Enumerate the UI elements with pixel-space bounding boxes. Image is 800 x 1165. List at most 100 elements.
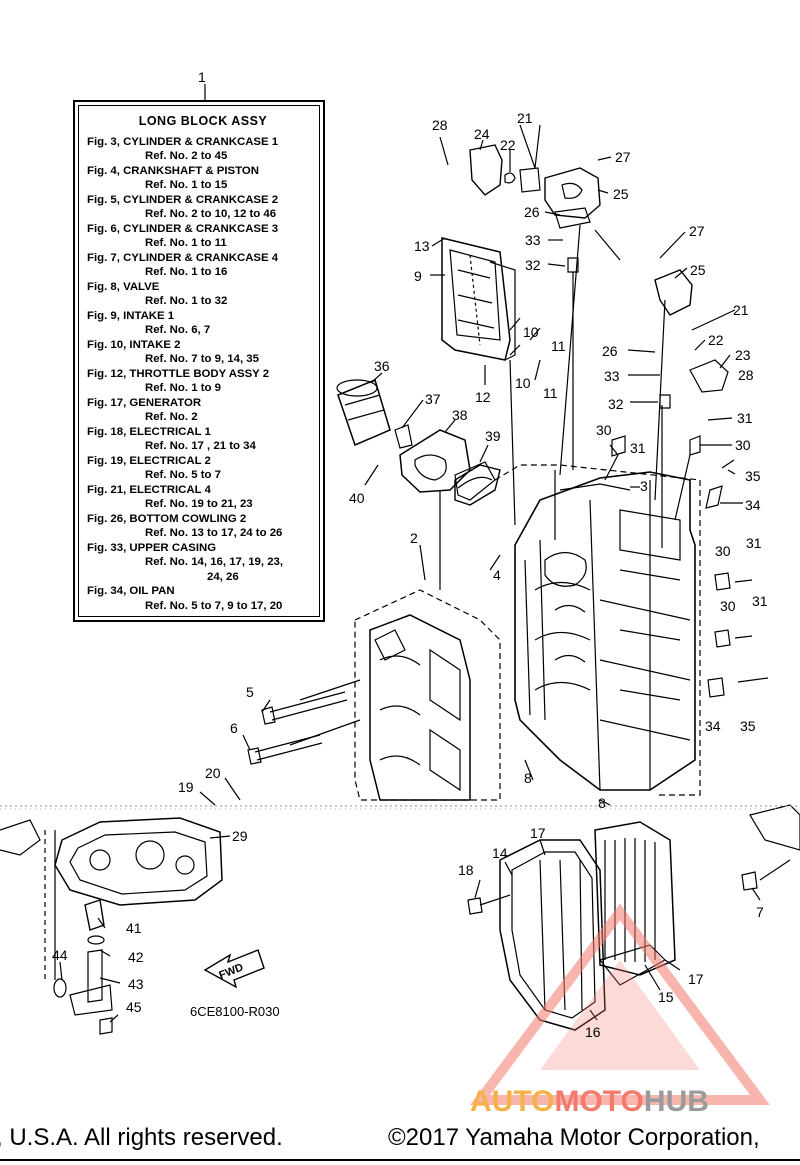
callout-19: 19 xyxy=(178,779,194,795)
callout-15: 15 xyxy=(658,989,674,1005)
callout-24: 24 xyxy=(474,126,490,142)
callout-11: 11 xyxy=(551,338,566,354)
long-bolts xyxy=(247,679,361,765)
callout-27: 27 xyxy=(615,149,631,165)
legend-fig-line: Fig. 9, INTAKE 1 xyxy=(87,309,175,322)
legend-ref-line: Ref. No. 19 to 21, 23 xyxy=(145,498,253,510)
cylinder-block xyxy=(514,471,696,791)
callout-12: 12 xyxy=(475,389,491,405)
legend-ref-line: Ref. No. 6, 7 xyxy=(145,324,211,336)
legend-ref-line: Ref. No. 1 to 11 xyxy=(145,237,227,249)
legend-fig-line: Fig. 5, CYLINDER & CRANKCASE 2 xyxy=(87,193,279,206)
callout-3: 3 xyxy=(640,478,648,494)
legend-fig-line: Fig. 8, VALVE xyxy=(87,280,160,293)
callout-4: 4 xyxy=(493,567,501,583)
callout-26: 26 xyxy=(602,343,618,359)
watermark-part-auto: AUTO xyxy=(470,1085,555,1118)
legend-fig-line: Fig. 18, ELECTRICAL 1 xyxy=(87,425,211,438)
callout-17: 17 xyxy=(688,971,704,987)
crankcase xyxy=(354,589,501,801)
callout-23: 23 xyxy=(735,347,751,363)
legend-fig-line: Fig. 17, GENERATOR xyxy=(87,396,202,409)
legend-fig-line: Fig. 34, OIL PAN xyxy=(87,585,175,597)
callout-27: 27 xyxy=(689,223,705,239)
callout-26: 26 xyxy=(524,204,540,220)
callout-32: 32 xyxy=(525,257,541,273)
callout-30: 30 xyxy=(596,422,612,438)
legend-ref-line: Ref. No. 2 to 10, 12 to 46 xyxy=(145,208,277,220)
fwd-label: FWD xyxy=(217,961,245,982)
legend-ref-line: Ref. No. 14, 16, 17, 19, 23, xyxy=(145,556,284,568)
callout-33: 33 xyxy=(604,368,620,384)
callout-5: 5 xyxy=(246,684,254,700)
legend-ref-line: Ref. No. 1 to 32 xyxy=(145,295,228,307)
copyright-right: ©2017 Yamaha Motor Corporation, xyxy=(388,1124,760,1151)
callout-8: 8 xyxy=(524,770,532,786)
callout-10: 10 xyxy=(523,324,539,340)
watermark-part-moto: MOTO xyxy=(554,1085,644,1118)
callout-41: 41 xyxy=(126,920,142,936)
callout-14: 14 xyxy=(492,845,508,861)
copyright-left: , U.S.A. All rights reserved. xyxy=(0,1124,283,1151)
oil-pan-gasket xyxy=(0,817,223,980)
callout-22: 22 xyxy=(500,137,516,153)
legend-ref-line: Ref. No. 1 to 15 xyxy=(145,179,228,191)
callout-29: 29 xyxy=(232,828,248,844)
intake-cover xyxy=(441,237,516,361)
callout-45: 45 xyxy=(126,999,142,1015)
oil-filter xyxy=(336,378,496,501)
oil-strainer xyxy=(53,899,113,1035)
callout-30: 30 xyxy=(735,437,751,453)
callout-22: 22 xyxy=(708,332,724,348)
exhaust-cover xyxy=(467,821,676,1031)
callout-37: 37 xyxy=(425,391,441,407)
callout-20: 20 xyxy=(205,765,221,781)
callout-35: 35 xyxy=(740,718,756,734)
legend-box: LONG BLOCK ASSY Fig. 3, CYLINDER & CRANK… xyxy=(73,100,325,622)
gasket-39 xyxy=(454,464,501,506)
callout-1: 1 xyxy=(198,69,206,85)
legend-ref-line: Ref. No. 7 to 9, 14, 35 xyxy=(145,353,259,365)
legend-ref-line: Ref. No. 1 to 9 xyxy=(145,382,221,394)
thermostat-housing xyxy=(469,144,729,393)
callout-31: 31 xyxy=(752,593,768,609)
callout-28: 28 xyxy=(432,117,448,133)
legend-ref-continuation: 24, 26 xyxy=(207,570,239,583)
fwd-arrow xyxy=(203,949,265,989)
callout-2: 2 xyxy=(410,530,418,546)
callout-40: 40 xyxy=(349,490,365,506)
callout-35: 35 xyxy=(745,468,761,484)
legend-fig-line: Fig. 12, THROTTLE BODY ASSY 2 xyxy=(87,367,270,380)
callout-30: 30 xyxy=(715,543,731,559)
callout-39: 39 xyxy=(485,428,501,444)
legend-ref-line: Ref. No. 5 to 7 xyxy=(145,469,221,481)
callout-25: 25 xyxy=(613,186,629,202)
callout-43: 43 xyxy=(128,976,144,992)
callout-7: 7 xyxy=(756,904,764,920)
legend-fig-line: Fig. 7, CYLINDER & CRANKCASE 4 xyxy=(87,251,279,264)
watermark-text: AUTOMOTOHUB xyxy=(470,1085,709,1119)
legend-ref-line: Ref. No. 5 to 7, 9 to 17, 20 xyxy=(145,599,283,612)
callout-34: 34 xyxy=(745,497,761,513)
callout-34: 34 xyxy=(705,718,721,734)
callout-44: 44 xyxy=(52,947,68,963)
watermark-logo xyxy=(470,903,770,1105)
diagram-code: 6CE8100-R030 xyxy=(190,1004,280,1019)
callout-21: 21 xyxy=(517,110,533,126)
legend-title: LONG BLOCK ASSY xyxy=(138,114,268,128)
callout-6: 6 xyxy=(230,720,238,736)
watermark-part-hub: HUB xyxy=(643,1085,709,1118)
legend-fig-line: Fig. 3, CYLINDER & CRANKCASE 1 xyxy=(87,135,279,148)
legend-fig-line: Fig. 10, INTAKE 2 xyxy=(87,338,181,351)
callout-32: 32 xyxy=(608,396,624,412)
legend-fig-line: Fig. 33, UPPER CASING xyxy=(87,541,217,554)
legend-ref-line: Ref. No. 2 to 45 xyxy=(145,150,228,162)
leader-lines xyxy=(439,224,691,590)
callout-42: 42 xyxy=(128,949,144,965)
legend-inner: LONG BLOCK ASSY Fig. 3, CYLINDER & CRANK… xyxy=(78,105,320,617)
legend-ref-line: Ref. No. 1 to 16 xyxy=(145,266,228,278)
callout-10: 10 xyxy=(515,375,531,391)
legend-fig-line: Fig. 4, CRANKSHAFT & PISTON xyxy=(87,164,259,177)
callout-18: 18 xyxy=(458,862,474,878)
callout-17: 17 xyxy=(530,825,546,841)
